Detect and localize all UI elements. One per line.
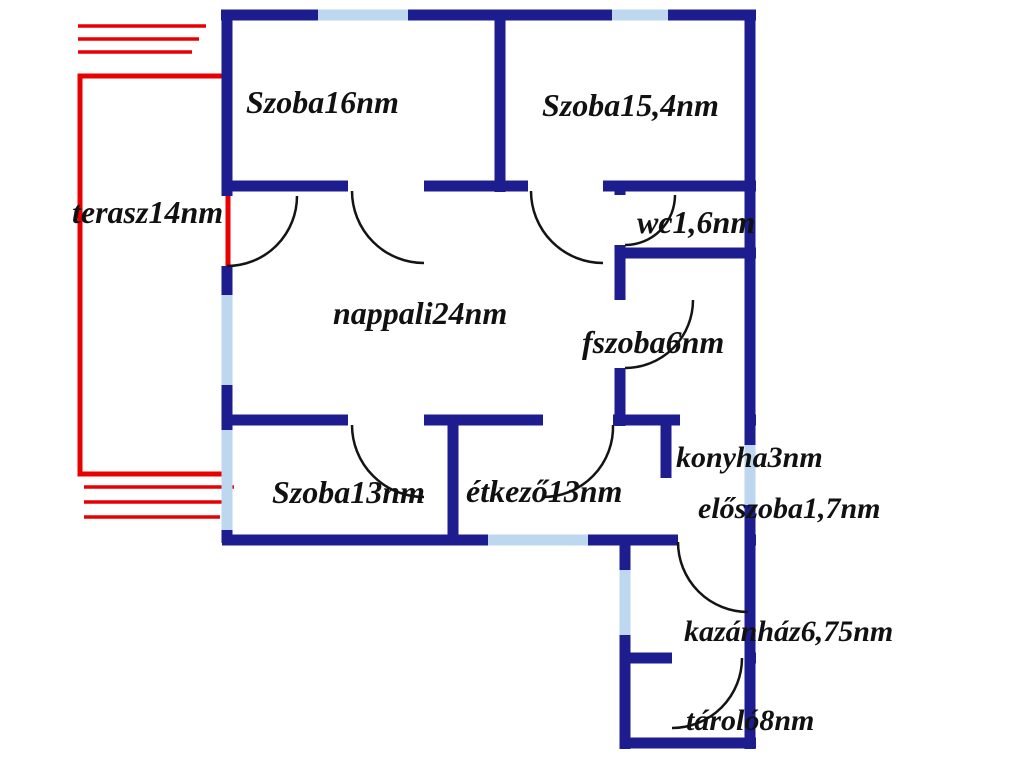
room-label-szoba16: Szoba16nm — [246, 84, 399, 120]
door-arc-etkezo — [542, 424, 615, 499]
room-label-etkezo: étkező13nm — [466, 473, 622, 509]
door-arc-tarolo — [671, 657, 744, 730]
room-label-wc: wc1,6nm — [637, 204, 755, 240]
door-arcs-group — [226, 190, 749, 730]
door-arc-szoba154 — [529, 190, 604, 265]
door-arc-szoba16 — [350, 190, 425, 265]
terrace-outline — [77, 24, 234, 519]
door-arc-fszoba — [624, 299, 695, 370]
room-label-tarolo: tároló8nm — [686, 704, 814, 737]
room-labels-group: Szoba16nm Szoba15,4nm terasz14nm wc1,6nm… — [72, 84, 893, 737]
door-arc-wc — [624, 194, 677, 247]
room-label-nappali: nappali24nm — [333, 295, 507, 331]
door-arc-terrace — [226, 195, 299, 268]
windows-group — [221, 9, 756, 635]
room-label-konyha: konyha3nm — [676, 441, 823, 474]
room-label-szoba154: Szoba15,4nm — [542, 87, 719, 123]
room-label-eloszoba: előszoba1,7nm — [698, 492, 881, 525]
door-arc-kazanhaz — [676, 541, 749, 614]
walls-group — [221, 9, 756, 749]
door-arc-szoba13 — [350, 424, 425, 499]
room-label-kazanhaz: kazánház6,75nm — [684, 615, 893, 648]
room-label-fszoba: fszoba6nm — [582, 324, 724, 360]
room-label-szoba13: Szoba13nm — [272, 474, 425, 510]
terrace-rect — [77, 73, 231, 477]
room-label-terasz: terasz14nm — [72, 194, 223, 230]
